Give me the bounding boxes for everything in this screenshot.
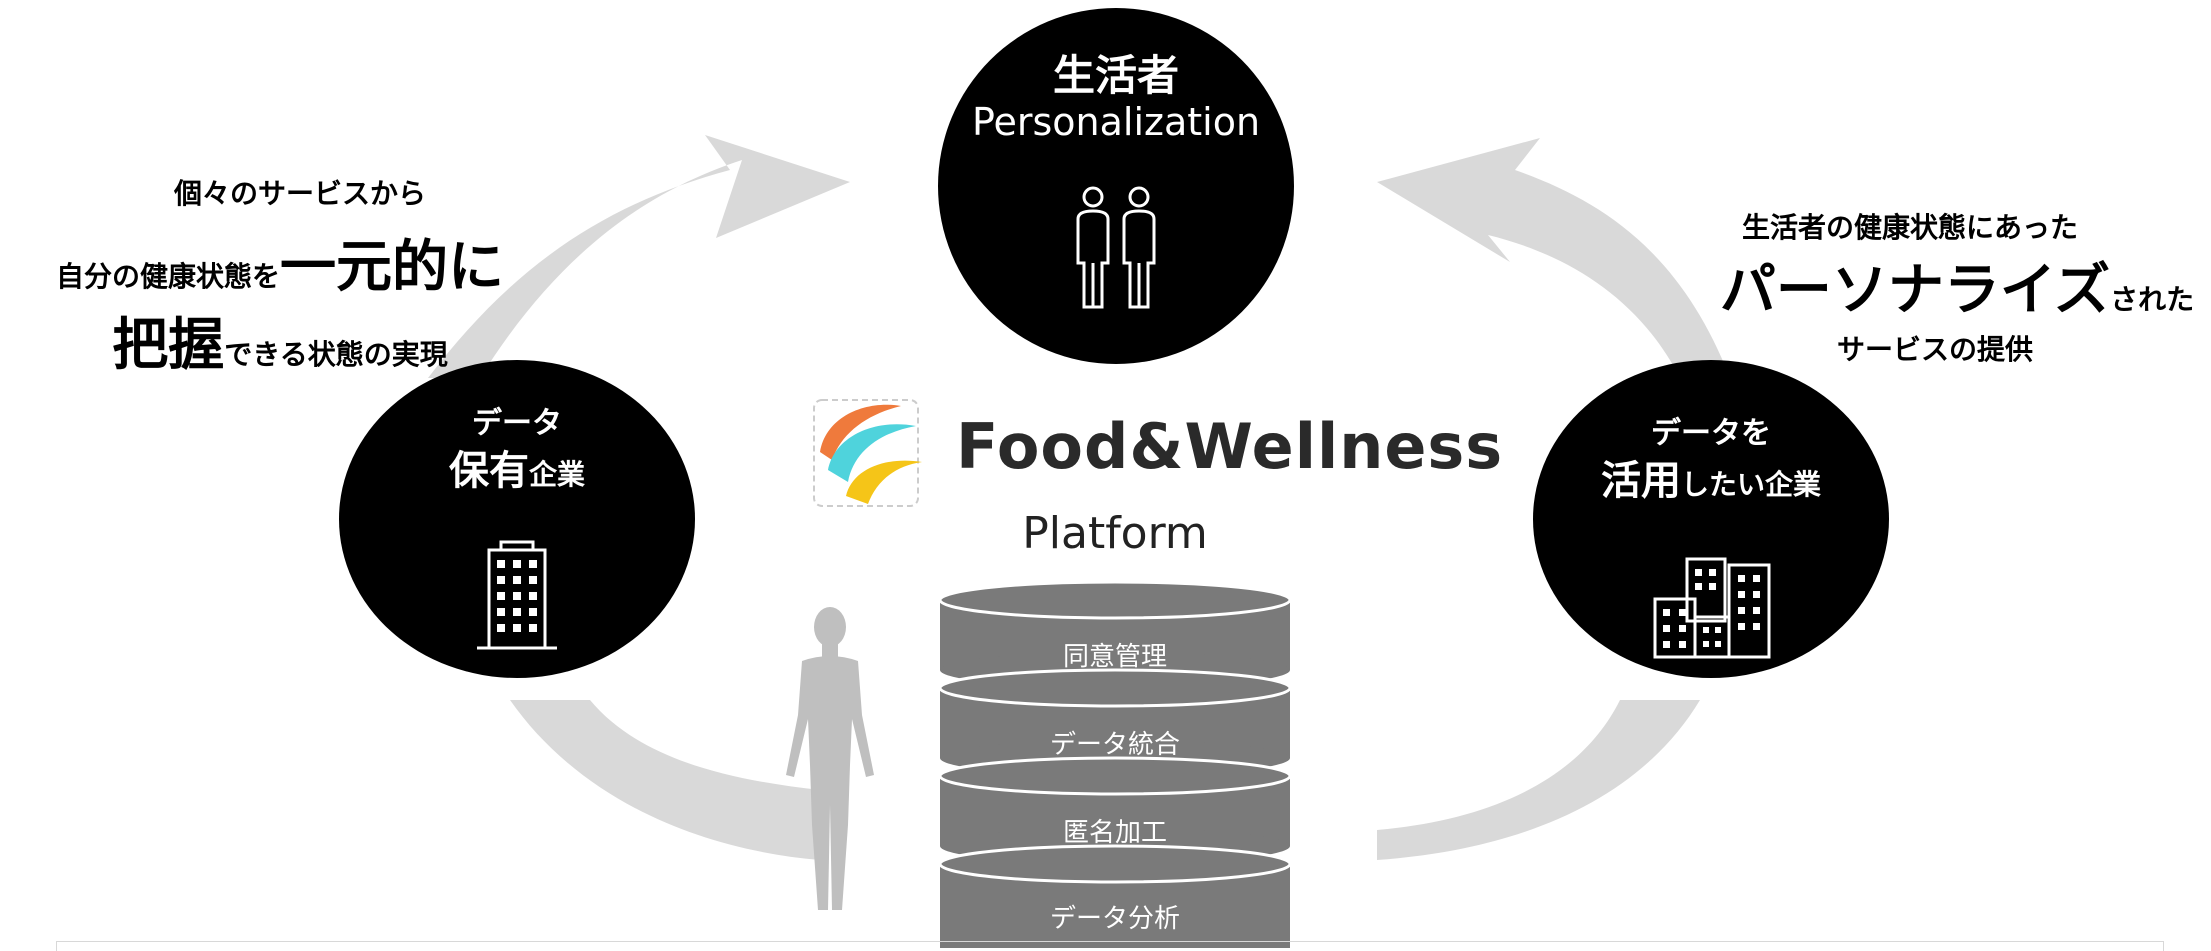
consumer-subtitle: Personalization (971, 100, 1261, 144)
data-holder-emph: 保有 (448, 448, 529, 494)
data-holder-rest: 企業 (528, 458, 585, 491)
db-layer-2 (938, 668, 1292, 776)
buildings-icon (1653, 557, 1771, 659)
right-message-line1: 生活者の健康状態にあった (1741, 211, 2078, 244)
consumer-circle: 生活者 Personalization (938, 8, 1294, 364)
right-message-line2-small: された (2110, 283, 2195, 316)
consumer-title: 生活者 (1052, 51, 1179, 100)
db-layer-1 (938, 580, 1292, 688)
platform-label: Platform (1022, 508, 1208, 559)
left-message-line2-big: 一元的に (280, 235, 504, 300)
arrow-bottom-left (510, 700, 820, 860)
human-silhouette-icon (786, 607, 874, 910)
db-layer-label: 匿名加工 (1062, 818, 1167, 848)
arrow-left-up (428, 135, 850, 378)
platform-database (938, 580, 1292, 948)
food-wellness-logo-icon (813, 399, 922, 507)
left-message-line3-small: できる状態の実現 (224, 338, 448, 371)
arrow-right-up (1377, 138, 1730, 378)
right-message-line3: サービスの提供 (1836, 333, 2033, 366)
data-user-line1: データを (1651, 416, 1771, 451)
data-user-rest: したい企業 (1680, 468, 1821, 501)
db-layer-label: 同意管理 (1062, 642, 1167, 672)
data-holder-line1: データ (472, 406, 562, 441)
right-message-line2-big: パーソナライズ (1719, 258, 2111, 323)
db-layer-4 (938, 844, 1292, 948)
left-message-line3-big: 把握 (112, 313, 225, 378)
left-message-line2-small: 自分の健康状態を (55, 260, 280, 293)
arrow-bottom-right (1377, 700, 1700, 860)
building-icon (477, 540, 557, 650)
db-layer-label: データ統合 (1049, 730, 1180, 760)
logo-text: Food&Wellness (956, 410, 1504, 483)
people-icon (1076, 186, 1156, 309)
db-layer-label: データ分析 (1049, 904, 1180, 934)
data-holder-circle: データ 保有企業 (339, 360, 695, 678)
bottom-frame (56, 941, 2164, 951)
left-message-line1: 個々のサービスから (173, 177, 426, 210)
data-user-emph: 活用 (1600, 458, 1681, 504)
data-user-circle: データを 活用したい企業 (1533, 360, 1889, 678)
